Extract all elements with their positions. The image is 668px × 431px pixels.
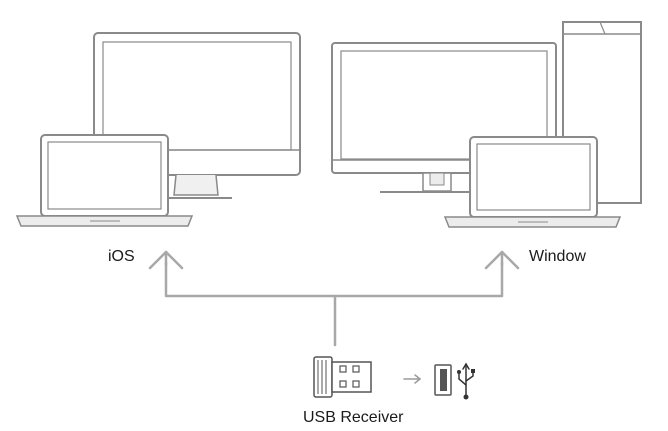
connection-lines	[164, 261, 504, 347]
usb-symbol-icon	[457, 362, 475, 400]
windows-label: Window	[529, 248, 586, 265]
arrow-up-right-icon	[484, 250, 520, 270]
usb-receiver-label: USB Receiver	[303, 409, 404, 426]
arrow-up-left-icon	[148, 250, 184, 270]
usb-receiver-icon	[313, 356, 372, 398]
usb-port-icon	[434, 364, 452, 396]
arrow-right-icon	[403, 374, 422, 384]
windows-laptop-icon	[443, 136, 622, 228]
ios-label: iOS	[108, 248, 135, 265]
macbook-icon	[15, 134, 194, 227]
